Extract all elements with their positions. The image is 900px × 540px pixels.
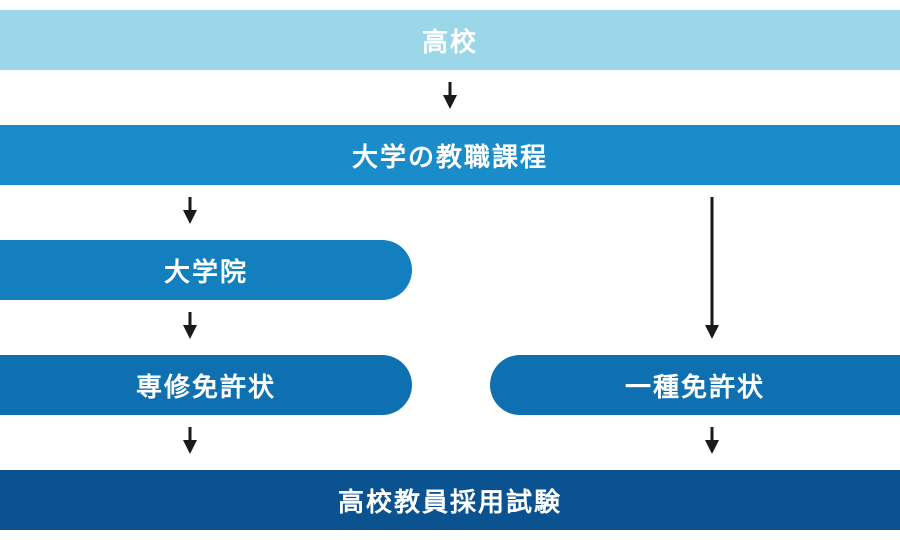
- arrow-university-to-graduate-school: [183, 197, 197, 224]
- graduate-school-label: 大学院: [163, 257, 248, 288]
- university-teacher-course-label: 大学の教職課程: [351, 142, 548, 173]
- specialized-license-label: 専修免許状: [135, 372, 276, 403]
- high-school-label: 高校: [421, 27, 478, 58]
- arrow-specialized-license-to-exam: [183, 427, 197, 454]
- first-class-license-label: 一種免許状: [624, 372, 765, 403]
- first-class-license-box: 一種免許状: [490, 355, 900, 415]
- teacher-exam-label: 高校教員採用試験: [337, 487, 562, 518]
- specialized-license-box: 専修免許状: [0, 355, 412, 415]
- arrow-highschool-to-university: [443, 82, 457, 109]
- high-school-box: 高校: [0, 10, 900, 70]
- teacher-exam-box: 高校教員採用試験: [0, 470, 900, 530]
- graduate-school-box: 大学院: [0, 240, 412, 300]
- arrow-university-to-first-class-license: [705, 197, 719, 339]
- university-teacher-course-box: 大学の教職課程: [0, 125, 900, 185]
- arrow-first-class-license-to-exam: [705, 427, 719, 454]
- arrow-graduate-school-to-specialized-license: [183, 312, 197, 339]
